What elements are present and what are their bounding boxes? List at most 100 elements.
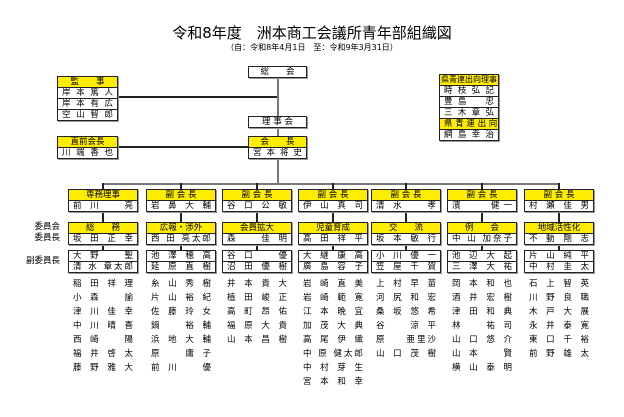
member-name: 小 森 諭 [73,293,133,303]
officer-name: 村 瀬 佳 男 [525,200,593,211]
vice-chair: 片 山 純 平 [529,251,589,261]
committee-name: 地域活性化 [525,223,593,233]
former-president-title: 直前会長 [58,137,117,147]
member-name: 宮 本 和 幸 [303,377,363,387]
auditor-name: 岸 本 有 広 [58,98,117,109]
member-list: 井 本 貴 大植 田 峻 正高 町 昂 佑福 原 大 貴山 本 昌 樹 [227,277,287,347]
member-list: 稲 田 祥 理小 森 諭津 川 佳 幸中 川 晴 喜西 崎 陽福 井 啓 太藤 … [73,277,133,375]
auditor-name: 岸 本 篤 人 [58,87,117,98]
vice-chair-box: 小 川 優 一 笠 屋 千 賀 [371,250,441,273]
vice-chair: 清 水 章太郎 [69,261,137,272]
member-name: 山 口 悠 介 [452,335,512,345]
general-meeting-box: 総 会 [248,66,307,78]
auditors-title: 監 事 [58,77,117,87]
member-name: 中 村 芽 生 [303,363,363,373]
trunk-line [277,77,279,184]
committee-box: 例 会 中 山 加奈子 [447,222,517,245]
officer-name: 濱 健一 [448,200,516,211]
member-name: 稲 田 祥 理 [73,279,133,289]
member-name: 横 山 泰 明 [452,363,512,373]
officer-title: 副 会 長 [525,190,593,200]
committee-name: 交 流 [372,223,440,233]
officer-title: 副 会 長 [372,190,440,200]
vice-chair: 池 澤 穂 高 [151,251,211,261]
member-name: 石 上 智 英 [529,279,589,289]
president-box: 会 長 宮 本 将 史 [248,136,307,159]
prefectural-name: 網 島 幸 治 [440,129,498,140]
auditor-name: 空 山 智 郎 [58,109,117,120]
vice-chair: 三 澤 大 祐 [448,261,516,272]
vice-chair: 沼 田 優 樹 [223,261,291,272]
member-name: 岩 崎 直 美 [303,279,363,289]
former-president-box: 直前会長 川 端 香 也 [57,136,118,159]
general-meeting: 総 会 [260,67,295,77]
member-name: 山 口 茂 樹 [376,349,436,359]
officer-title: 副 会 長 [299,190,367,200]
officer-title: 専務理事 [69,190,137,200]
member-name: 永 井 泰 寛 [529,321,589,331]
vice-chair: 谷 口 優 [227,251,287,261]
officer-name: 岩 鼻 大 輔 [147,200,215,211]
chair-label-2: 委員長 [34,233,60,243]
committee-name: 児童育成 [299,223,367,233]
member-name: 加 茂 大 典 [303,321,363,331]
committee-box: 広報・渉外 西 田 亮太郎 [146,222,216,245]
committee-box: 交 流 坂 本 敏 行 [371,222,441,245]
vice-chair-box: 谷 口 優 沼 田 優 樹 [222,250,292,273]
prefectural-title-2: 県 青 連 出 向 [440,118,498,129]
member-name: 津 川 佳 幸 [73,307,133,317]
auditors-box: 監 事 岸 本 篤 人 岸 本 有 広 空 山 智 郎 [57,76,118,121]
board-box: 理 事 会 [248,116,307,128]
committee-box: 児童育成 髙 田 祥 平 [298,222,368,245]
committee-name: 例 会 [448,223,516,233]
period: （自：令和8年4月1日 至：令和9年3月31日） [226,43,398,52]
committee-chair: 坂 田 正 幸 [69,233,137,244]
officer-box: 副 会 長 村 瀬 佳 男 [524,189,594,212]
column-line [332,183,334,251]
member-name: 山 本 昌 樹 [227,335,287,345]
vice-chair: 池 辺 大 起 [452,251,512,261]
committee-box: 地域活性化 不 動 剛 志 [524,222,594,245]
member-name: 糸 山 秀 樹 [151,279,211,289]
officer-box: 副 会 長 清 水 孝 [371,189,441,212]
column-line [405,183,407,251]
officer-title: 副 会 長 [147,190,215,200]
member-name: 岩 崎 範 寛 [303,293,363,303]
vice-chair-box: 大 継 康 高 廣 島 容 子 [298,250,368,273]
committee-box: 総 務 坂 田 正 幸 [68,222,138,245]
column-line [180,183,182,251]
member-name: 川 野 良 職 [529,293,589,303]
committee-chair: 西 田 亮太郎 [147,233,215,244]
member-name: 河 尻 和 宏 [376,293,436,303]
member-name: 中 川 晴 喜 [73,321,133,331]
officer-box: 専務理事 前 川 亮 [68,189,138,212]
officer-box: 副 会 長 濱 健一 [447,189,517,212]
officer-name: 伊 山 真 司 [299,200,367,211]
committee-chair: 坂 本 敏 行 [372,233,440,244]
member-name: 東 口 千 裕 [529,335,589,345]
member-name: 片 山 裕 紀 [151,293,211,303]
member-name: 原 亜里沙 [376,335,436,345]
member-name: 桑 坂 悠 希 [376,307,436,317]
member-name: 藤 野 雅 大 [73,363,133,373]
committee-name: 総 務 [69,223,137,233]
committee-chair: 髙 田 祥 平 [299,233,367,244]
prefectural-name: 三 木 章 弘 [440,107,498,118]
member-name: 福 井 啓 太 [73,349,133,359]
vice-chair: 笠 屋 千 賀 [372,261,440,272]
former-president-name: 川 端 香 也 [58,147,117,158]
column-line [256,183,258,251]
member-name: 前 川 優 [151,363,211,373]
column-line [558,183,560,251]
committee-chair: 中 山 加奈子 [448,233,516,244]
member-name: 林 祐 司 [452,321,512,331]
committee-chair: 不 動 剛 志 [525,233,593,244]
vice-chair: 廣 島 容 子 [299,261,367,272]
chair-label-1: 委員会 [34,222,60,232]
prefectural-title: 県青連出向理事 [440,75,498,85]
member-list: 岡 本 和 也酒 井 宏 樹津 田 和 典林 祐 司山 口 悠 介山 本 賢横 … [452,277,512,375]
member-name: 上 村 早 苗 [376,279,436,289]
member-list: 上 村 早 苗河 尻 和 宏桑 坂 悠 希谷 涼 平原 亜里沙山 口 茂 樹 [376,277,436,361]
committee-box: 会員拡大 森 佳 明 [222,222,292,245]
officer-title: 副 会 長 [223,190,291,200]
